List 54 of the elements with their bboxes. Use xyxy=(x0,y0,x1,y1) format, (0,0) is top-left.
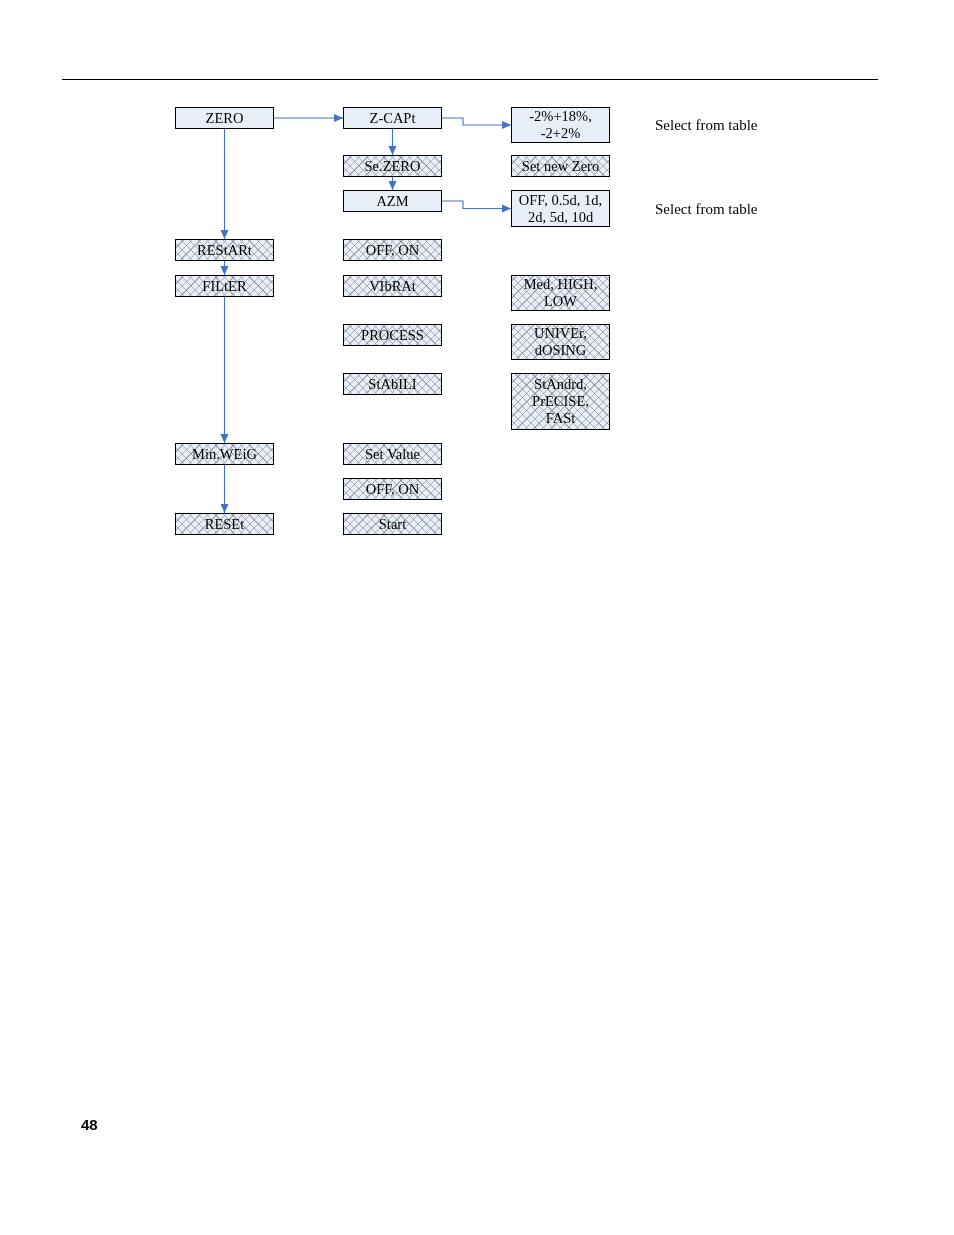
menu-box xyxy=(511,107,610,143)
menu-label: VIbRAt xyxy=(369,277,416,295)
menu-label: Set new Zero xyxy=(521,157,600,175)
arrow xyxy=(388,128,397,156)
hatched-menu-box xyxy=(511,155,610,177)
menu-label: UNIVEr, dOSING xyxy=(533,325,588,359)
hatched-menu-box xyxy=(343,155,442,177)
menu-label: AZM xyxy=(376,192,409,210)
hatched-menu-box xyxy=(343,373,442,395)
arrow xyxy=(388,176,397,191)
menu-box xyxy=(511,190,610,227)
hatched-menu-box xyxy=(511,324,610,360)
menu-label: ZERO xyxy=(205,109,244,127)
hatched-menu-box xyxy=(343,478,442,500)
menu-box xyxy=(175,107,274,129)
hatched-menu-box xyxy=(175,443,274,465)
arrow xyxy=(220,464,229,514)
menu-label: FILtER xyxy=(202,277,247,295)
arrow xyxy=(220,128,229,240)
menu-label: PROCESS xyxy=(361,326,424,344)
menu-box xyxy=(343,107,442,129)
page-number: 48 xyxy=(81,1116,98,1134)
menu-label: REStARt xyxy=(197,241,252,259)
hatched-menu-box xyxy=(175,513,274,535)
arrow xyxy=(441,200,512,213)
menu-box xyxy=(343,190,442,212)
menu-label: RESEt xyxy=(204,515,245,533)
arrow xyxy=(220,296,229,444)
menu-label: Se.ZERO xyxy=(364,157,421,175)
menu-label: Start xyxy=(378,515,407,533)
note-text: Select from table xyxy=(655,116,758,134)
hatched-menu-box xyxy=(175,239,274,261)
hatched-menu-box xyxy=(343,324,442,346)
hatched-menu-box xyxy=(511,275,610,311)
menu-label: Min.WEiG xyxy=(192,445,257,463)
menu-label: Set Value xyxy=(365,445,420,463)
arrow xyxy=(441,117,512,129)
menu-label: StAbILI xyxy=(368,375,417,393)
menu-label: Med, HIGH, LOW xyxy=(522,276,599,310)
hatched-menu-box xyxy=(343,443,442,465)
hatched-menu-box xyxy=(343,239,442,261)
menu-label: Z-CAPt xyxy=(369,109,416,127)
hatched-menu-box xyxy=(343,275,442,297)
menu-label: -2%+18%, -2+2% xyxy=(528,108,593,142)
arrow xyxy=(273,114,344,122)
hatched-menu-box xyxy=(511,373,610,430)
note-text: Select from table xyxy=(655,199,758,218)
arrow xyxy=(220,260,229,276)
menu-label: OFF, 0.5d, 1d, 2d, 5d, 10d xyxy=(517,191,604,226)
menu-label: StAndrd, PrECISE, FASt xyxy=(531,376,590,427)
menu-label: OFF, ON xyxy=(365,480,420,498)
hatched-menu-box xyxy=(343,513,442,535)
menu-label: OFF, ON xyxy=(365,241,420,259)
hatched-menu-box xyxy=(175,275,274,297)
